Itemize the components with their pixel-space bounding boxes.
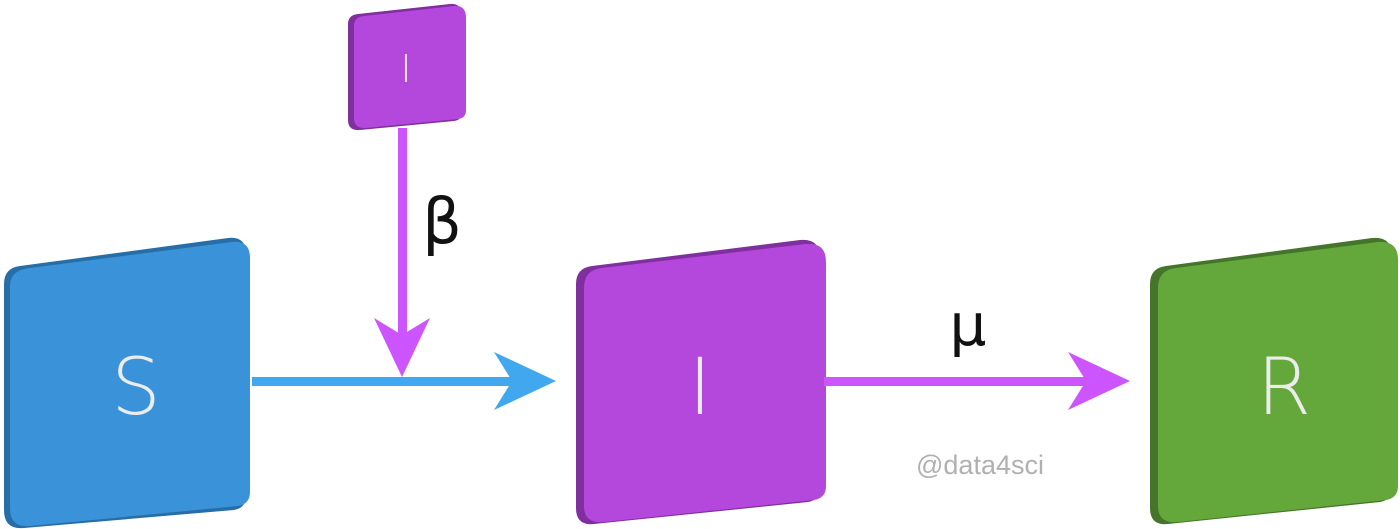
node-susceptible-face xyxy=(10,241,250,527)
edge-s-to-i-arrowhead xyxy=(494,352,556,410)
node-infected-label: I xyxy=(688,343,711,433)
node-infected-face xyxy=(584,243,826,523)
edge-recovery: μ xyxy=(824,291,1130,410)
edge-recovery-label: μ xyxy=(950,291,987,359)
node-susceptible: S xyxy=(4,237,250,529)
edge-infection: β xyxy=(374,128,462,377)
watermark: @data4sci xyxy=(916,450,1044,480)
edge-infection-label: β xyxy=(422,185,462,258)
edge-s-to-i-shaft xyxy=(252,377,514,386)
node-recovered-label: R xyxy=(1257,343,1311,433)
node-infected-source-label: I xyxy=(400,47,411,91)
edge-s-to-i xyxy=(252,352,556,410)
edge-recovery-shaft xyxy=(824,377,1088,386)
edge-infection-arrowhead xyxy=(374,318,430,377)
edge-infection-shaft xyxy=(398,128,407,343)
node-recovered: R xyxy=(1150,237,1398,525)
node-infected-source: I xyxy=(348,3,466,131)
node-infected: I xyxy=(576,239,826,525)
node-recovered-face xyxy=(1158,241,1398,523)
node-susceptible-label: S xyxy=(111,343,161,433)
node-infected-source-face xyxy=(354,5,466,129)
edge-recovery-arrowhead xyxy=(1068,352,1130,410)
